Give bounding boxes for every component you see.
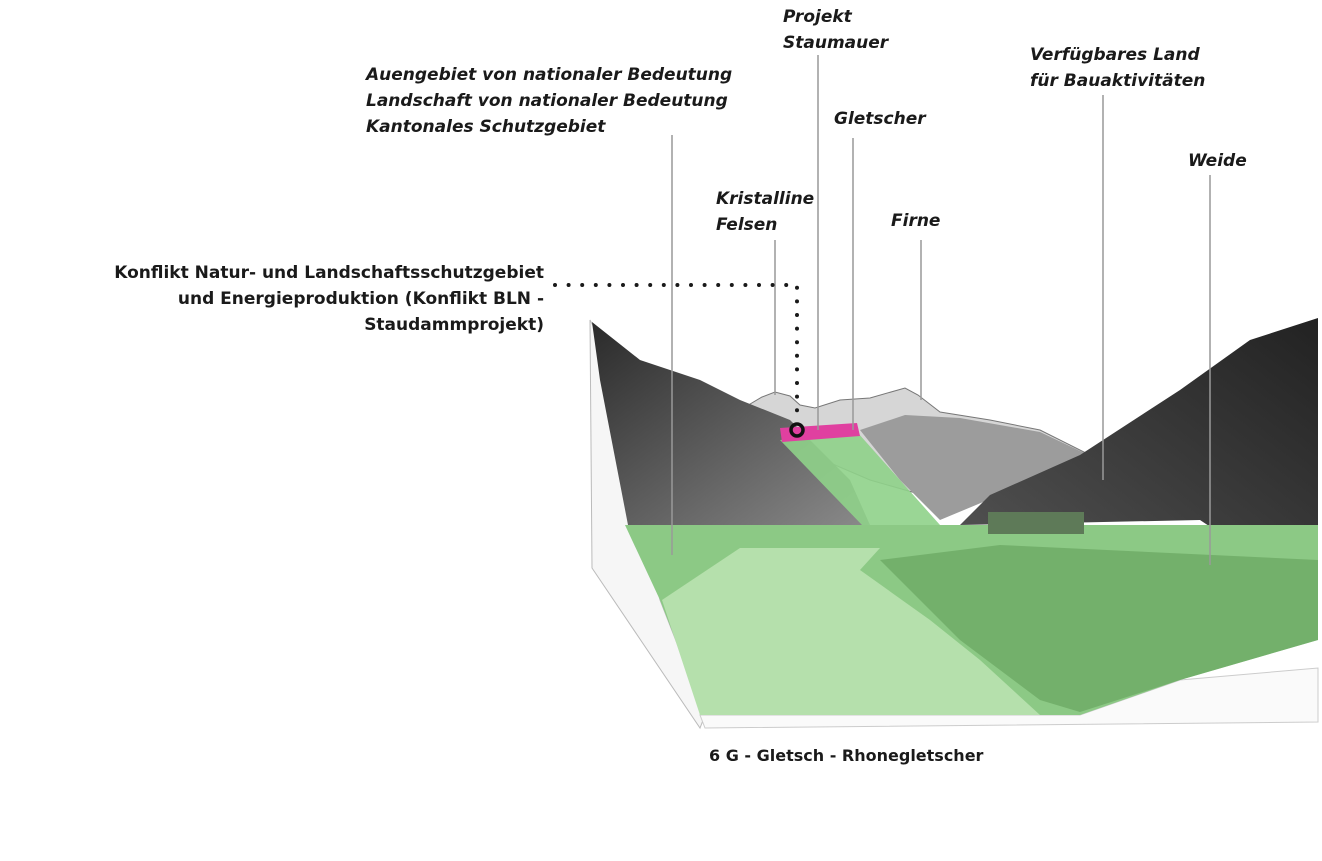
glacier-protected-area — [780, 433, 940, 525]
label-line: Kantonales Schutzgebiet — [366, 117, 606, 137]
conflict-line: Staudammprojekt) — [364, 315, 544, 335]
left-mountain — [592, 322, 870, 525]
label-line: Felsen — [716, 215, 778, 235]
conflict-dotted-line — [553, 283, 799, 422]
label-auengebiet: Auengebiet von nationaler Bedeutung Land… — [366, 62, 732, 140]
dam-project-band — [780, 423, 860, 442]
conflict-line: und Energieproduktion (Konflikt BLN - — [177, 289, 544, 309]
label-verfuegbares-land: Verfügbares Land für Bauaktivitäten — [1030, 42, 1205, 94]
river — [662, 548, 1040, 715]
right-rock-face — [860, 415, 1095, 520]
barn — [988, 512, 1084, 534]
conflict-annotation: Konflikt Natur- und Landschaftsschutzgeb… — [114, 260, 544, 338]
label-firne: Firne — [891, 211, 941, 231]
label-weide: Weide — [1188, 151, 1247, 171]
conflict-marker — [789, 422, 805, 438]
label-line: Landschaft von nationaler Bedeutung — [366, 91, 728, 111]
label-line: Auengebiet von nationaler Bedeutung — [366, 65, 733, 85]
caption: 6 G - Gletsch - Rhonegletscher — [709, 746, 984, 765]
conflict-line: Konflikt Natur- und Landschaftsschutzgeb… — [114, 263, 544, 283]
label-kristalline-felsen: Kristalline Felsen — [716, 186, 814, 238]
label-line: Kristalline — [716, 189, 815, 209]
meadow-right — [880, 545, 1318, 712]
label-line: Projekt — [783, 7, 852, 27]
label-line: Verfügbares Land — [1030, 45, 1200, 65]
label-projekt-staumauer: Projekt Staumauer — [783, 4, 888, 56]
label-line: für Bauaktivitäten — [1030, 71, 1206, 91]
label-gletscher: Gletscher — [834, 109, 926, 129]
label-line: Staumauer — [783, 33, 889, 53]
leader-lines — [671, 55, 1211, 565]
